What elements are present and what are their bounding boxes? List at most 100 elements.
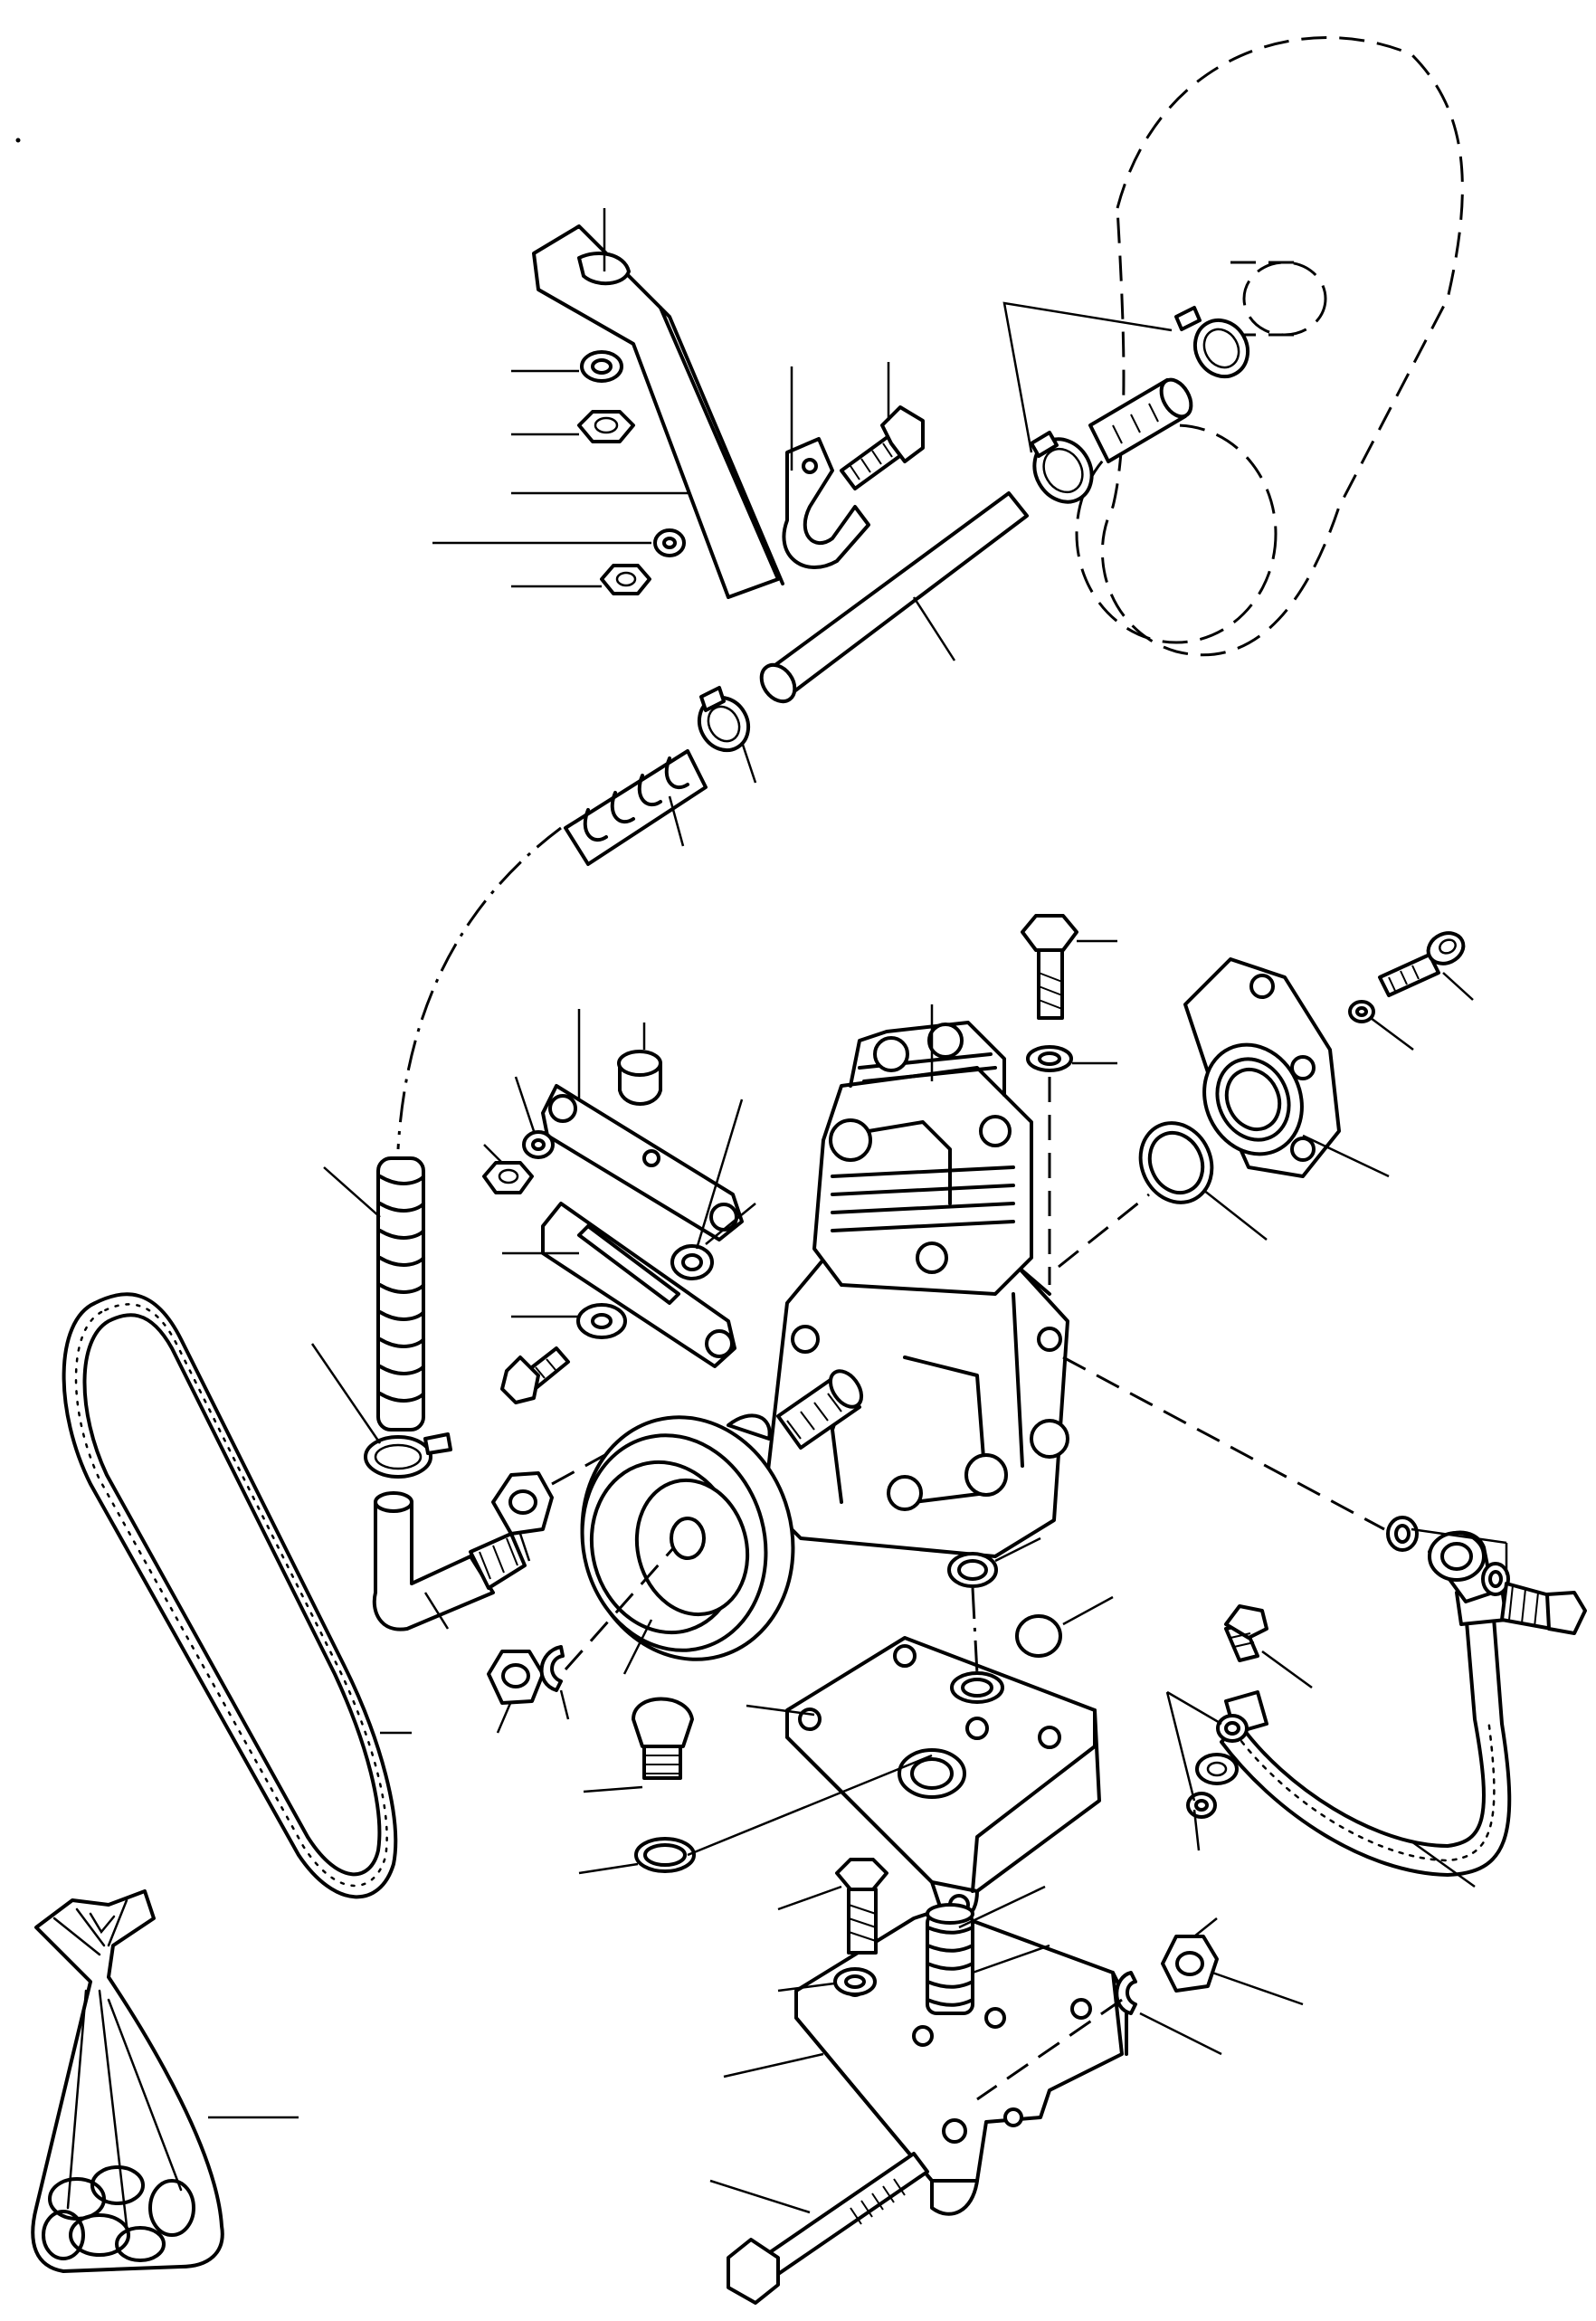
spring-washer-cover bbox=[1348, 1000, 1375, 1023]
leader-flexible-hose bbox=[1411, 1840, 1476, 1888]
leader-banjo-lower-group bbox=[1165, 1690, 1222, 1851]
leader-spring-washer-cover bbox=[1370, 1016, 1414, 1051]
hex-bolt-top bbox=[1021, 914, 1078, 1020]
spring-washer-link bbox=[522, 1130, 555, 1159]
leader-banjo-top-group bbox=[1411, 1527, 1508, 1574]
speck bbox=[15, 138, 21, 143]
alignment-line-lower bbox=[976, 1998, 1123, 2101]
leader-hose-clamps bbox=[1002, 301, 1173, 453]
leader-socket-cap-screw-cover bbox=[1442, 972, 1474, 1001]
seal-washer-banjo-top-1 bbox=[1386, 1516, 1419, 1552]
banjo-fitting-top bbox=[1428, 1530, 1495, 1603]
seal-washer-banjo-top-2 bbox=[1481, 1562, 1510, 1596]
hose-connector-upper bbox=[1088, 377, 1193, 463]
leader-long-hex-bolt bbox=[709, 2179, 811, 2214]
socket-cap-screw-cover bbox=[1378, 931, 1466, 997]
leader-spring-washer-link bbox=[514, 1076, 536, 1132]
blanking-plug bbox=[1015, 1614, 1062, 1658]
banjo-fitting-lower bbox=[1195, 1753, 1239, 1785]
leader-banjo-bolt-lower bbox=[1261, 1650, 1313, 1689]
seal-washer-cap bbox=[634, 1837, 696, 1873]
hex-nut-link bbox=[482, 1161, 534, 1194]
alignment-line-hose bbox=[1062, 1356, 1385, 1531]
hex-bolt-lower bbox=[835, 1858, 888, 1955]
elbow-fitting bbox=[372, 1491, 527, 1631]
slotted-adjuster-plate bbox=[541, 1202, 736, 1368]
leader-spring-damper bbox=[972, 1944, 1050, 1974]
hex-bolt-link bbox=[500, 1346, 570, 1404]
parts-kit-bag bbox=[31, 1889, 224, 2273]
spring-washer-pulley bbox=[539, 1645, 565, 1692]
hose-clamp-upper-right bbox=[1174, 306, 1250, 379]
spring-washer-nut-lower bbox=[1115, 1971, 1137, 2015]
hex-nut-upper-1 bbox=[577, 410, 635, 443]
hex-bolt-upper bbox=[840, 405, 925, 490]
seal-washer-banjo-lower-2 bbox=[1186, 1792, 1217, 1819]
leader-hose-clamp-lower bbox=[310, 1343, 382, 1444]
banjo-bolt-lower bbox=[1224, 1604, 1268, 1662]
leader-spring-washer-pulley bbox=[559, 1689, 570, 1720]
ring-seal-compressor bbox=[947, 1552, 998, 1588]
hex-nut-upper-2 bbox=[600, 564, 651, 595]
alignment-line-base bbox=[971, 1587, 979, 1675]
rear-cover-flange bbox=[1183, 957, 1341, 1178]
compressor-cylinder-head bbox=[812, 1021, 1033, 1296]
hose-routing-line bbox=[396, 826, 562, 1150]
leader-hex-nut-link bbox=[483, 1144, 503, 1164]
seal-washer-banjo-lower-1 bbox=[1216, 1714, 1249, 1743]
leader-coiled-hose-lower bbox=[323, 1166, 381, 1218]
leader-filler-cap bbox=[583, 1785, 643, 1793]
seal-ring-base bbox=[950, 1671, 1004, 1704]
mounting-base-plate bbox=[785, 1636, 1101, 1921]
leader-damper-upper bbox=[958, 1885, 1046, 1929]
p-clamp bbox=[782, 437, 870, 570]
washer-upper-2 bbox=[653, 528, 686, 557]
upper-bracket bbox=[532, 224, 784, 599]
leader-spring-washer-nut-lower bbox=[1139, 2012, 1222, 2056]
v-belt bbox=[62, 1292, 398, 1899]
leader-blanking-plug bbox=[1062, 1595, 1114, 1626]
spring-washer-lower bbox=[833, 1967, 877, 1996]
leader-hex-nut-pulley bbox=[496, 1700, 513, 1734]
hose-clamp-mid bbox=[697, 686, 751, 753]
eccentric-bush bbox=[670, 1244, 714, 1280]
leader-nut-top bbox=[1193, 1917, 1218, 1937]
leader-spring-washer-lower bbox=[777, 1982, 835, 1993]
hose-clamp-lower bbox=[364, 1432, 452, 1479]
leader-hex-nut-lower bbox=[1211, 1971, 1304, 2006]
leader-elbow-fitting bbox=[423, 1592, 450, 1630]
spring-washer-top bbox=[1026, 1045, 1073, 1072]
leader-rear-cover-flange bbox=[1302, 1134, 1390, 1178]
leader-coiled-hose-upper bbox=[668, 795, 685, 847]
flat-washer-link bbox=[576, 1303, 627, 1339]
leader-base-bore bbox=[687, 1754, 933, 1857]
shaft-key bbox=[727, 1413, 772, 1441]
leader-lower-support-bracket bbox=[723, 2052, 824, 2078]
filler-cap bbox=[632, 1697, 694, 1780]
leader-eccentric-bush bbox=[695, 1099, 744, 1250]
o-ring-cover bbox=[1138, 1121, 1214, 1204]
leader-mounting-base-plate bbox=[746, 1704, 815, 1717]
air-pipe bbox=[759, 491, 1029, 704]
lower-support-bracket bbox=[794, 1907, 1128, 2216]
alignment-line-cover bbox=[1058, 1193, 1150, 1269]
leader-hose-clamp-mid bbox=[740, 741, 757, 784]
spacer-sleeve bbox=[617, 1050, 662, 1106]
alignment-line-pulley bbox=[564, 1546, 676, 1670]
leader-hex-bolt-lower bbox=[777, 1885, 842, 1911]
compressor-shaft bbox=[776, 1369, 864, 1450]
leader-ring-seal-compressor bbox=[994, 1536, 1041, 1563]
washer-upper-1 bbox=[580, 350, 623, 383]
long-hex-bolt bbox=[727, 2152, 929, 2305]
hose-clamp-upper-left bbox=[1030, 431, 1094, 504]
leader-o-ring-cover bbox=[1202, 1189, 1268, 1241]
hex-nut-elbow bbox=[491, 1471, 554, 1536]
leader-seal-washer-cap bbox=[578, 1862, 639, 1875]
leader-drive-pulley bbox=[622, 1619, 653, 1675]
phantom-engine-outline bbox=[1075, 36, 1464, 657]
coiled-hose-lower bbox=[376, 1156, 425, 1432]
banjo-bolt-top bbox=[1500, 1582, 1587, 1635]
spring-damper bbox=[926, 1903, 974, 2015]
drive-pulley bbox=[580, 1415, 795, 1661]
